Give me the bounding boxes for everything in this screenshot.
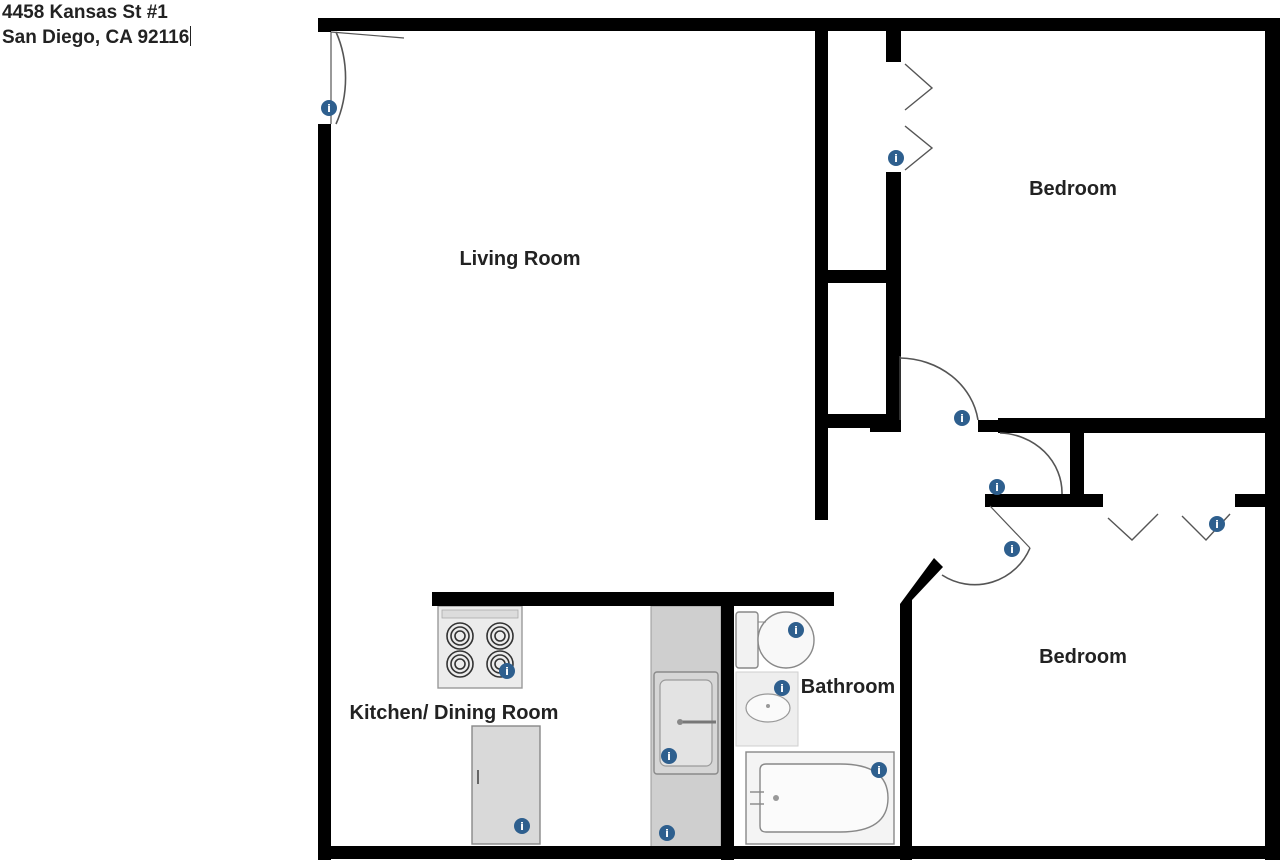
address-line-2: San Diego, CA 92116	[2, 25, 192, 50]
bedroom-closet-bifold-door[interactable]	[904, 63, 934, 171]
svg-text:i: i	[780, 682, 784, 695]
info-circle-icon[interactable]: i	[1209, 516, 1225, 532]
text-cursor	[190, 26, 192, 46]
svg-text:i: i	[520, 820, 524, 833]
toilet-icon[interactable]	[735, 611, 815, 669]
info-circle-icon[interactable]: i	[661, 748, 677, 764]
svg-text:i: i	[960, 412, 964, 425]
bathroom-label: Bathroom	[801, 676, 895, 698]
svg-text:i: i	[1010, 543, 1014, 556]
bathroom-sink-icon[interactable]	[735, 671, 799, 747]
svg-text:i: i	[1215, 518, 1219, 531]
bottom-bedroom-door[interactable]	[941, 505, 1031, 586]
info-circle-icon[interactable]: i	[1004, 541, 1020, 557]
entry-door[interactable]	[330, 31, 405, 125]
info-circle-icon[interactable]: i	[659, 825, 675, 841]
svg-text:i: i	[995, 481, 999, 494]
small-closet-door[interactable]	[999, 432, 1063, 495]
svg-text:i: i	[327, 102, 331, 115]
info-circle-icon[interactable]: i	[499, 663, 515, 679]
info-circle-icon[interactable]: i	[788, 622, 804, 638]
bathtub-icon[interactable]	[745, 751, 895, 845]
svg-text:i: i	[877, 764, 881, 777]
info-circle-icon[interactable]: i	[514, 818, 530, 834]
svg-text:i: i	[505, 665, 509, 678]
info-circle-icon[interactable]: i	[989, 479, 1005, 495]
address-line-1: 4458 Kansas St #1	[2, 2, 168, 23]
property-address: 4458 Kansas St #1 San Diego, CA 92116	[2, 0, 192, 50]
info-circle-icon[interactable]: i	[871, 762, 887, 778]
svg-text:i: i	[894, 152, 898, 165]
svg-text:i: i	[667, 750, 671, 763]
living-room-label: Living Room	[459, 248, 580, 270]
top-bedroom-door[interactable]	[899, 356, 979, 421]
svg-text:i: i	[794, 624, 798, 637]
kitchen-label: Kitchen/ Dining Room	[350, 702, 559, 724]
address-line-2-text: San Diego, CA 92116	[2, 27, 190, 48]
bedroom-top-label: Bedroom	[1029, 178, 1117, 200]
info-circle-icon[interactable]: i	[954, 410, 970, 426]
info-circle-icon[interactable]: i	[888, 150, 904, 166]
bedroom-bottom-label: Bedroom	[1039, 646, 1127, 668]
svg-text:i: i	[665, 827, 669, 840]
info-circle-icon[interactable]: i	[774, 680, 790, 696]
info-circle-icon[interactable]: i	[321, 100, 337, 116]
walls	[318, 18, 1280, 860]
